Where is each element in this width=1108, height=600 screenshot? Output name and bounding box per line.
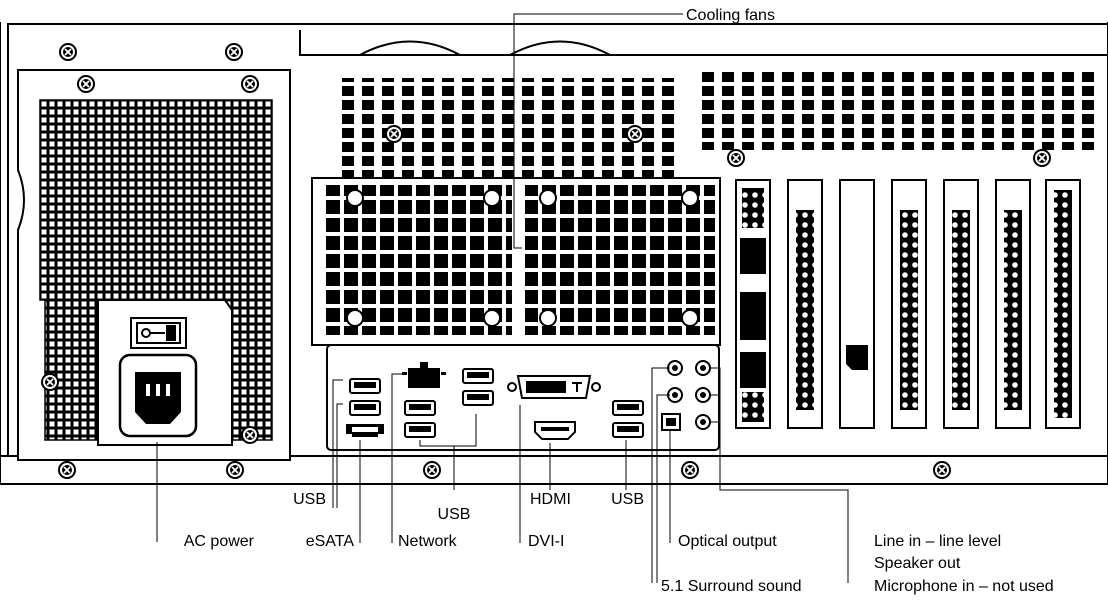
expansion-slots: [735, 179, 1081, 429]
esata-port-icon: [346, 424, 384, 437]
label-usb-left: USB: [293, 491, 326, 508]
hdmi-port-icon: [534, 421, 576, 440]
screw-icon: [241, 426, 259, 444]
usb-port-icon: [404, 422, 436, 438]
usb-port-icon: [349, 378, 381, 394]
screw-icon: [1033, 149, 1051, 167]
usb-port-icon: [612, 422, 644, 438]
label-optical: Optical output: [678, 533, 777, 550]
usb-port-icon: [349, 400, 381, 416]
screw-icon: [41, 373, 59, 391]
label-esata: eSATA: [306, 533, 355, 550]
screw-icon: [933, 461, 951, 479]
screw-icon: [626, 125, 644, 143]
screw-icon: [727, 149, 745, 167]
label-ac-power: AC power: [184, 533, 255, 550]
fan-panel: [311, 177, 721, 346]
screw-icon: [59, 43, 77, 61]
screw-icon: [225, 43, 243, 61]
screw-icon: [423, 461, 441, 479]
label-hdmi: HDMI: [530, 491, 571, 508]
label-network: Network: [398, 533, 458, 550]
label-line-in: Line in – line level: [874, 533, 1001, 550]
screw-icon: [385, 125, 403, 143]
usb-port-icon: [612, 400, 644, 416]
power-switch-icon: [130, 317, 187, 349]
audio-jack-icon: [667, 360, 711, 430]
screw-icon: [241, 75, 259, 93]
ac-inlet-icon: [118, 353, 198, 438]
dvi-port-icon: [507, 375, 601, 399]
screw-icon: [58, 461, 76, 479]
label-dvi: DVI-I: [528, 533, 564, 550]
leader-lines: [156, 13, 849, 583]
top-vent-left: [340, 78, 680, 178]
label-usb-mid: USB: [438, 506, 471, 523]
usb-port-icon: [462, 390, 494, 406]
usb-port-icon: [404, 400, 436, 416]
screw-icon: [226, 461, 244, 479]
top-vent-right: [700, 70, 1100, 167]
power-supply: [17, 43, 291, 461]
label-speaker-out: Speaker out: [874, 555, 961, 572]
labels: Cooling fans USB USB HDMI USB AC power e…: [184, 7, 1054, 595]
label-mic-in: Microphone in – not used: [874, 578, 1054, 595]
label-usb-right: USB: [611, 491, 644, 508]
screw-icon: [681, 461, 699, 479]
usb-port-icon: [462, 368, 494, 384]
io-shield: [326, 344, 720, 451]
label-cooling-fans: Cooling fans: [686, 7, 775, 24]
optical-port-icon: [661, 413, 681, 431]
screw-icon: [77, 75, 95, 93]
label-surround: 5.1 Surround sound: [661, 578, 802, 595]
